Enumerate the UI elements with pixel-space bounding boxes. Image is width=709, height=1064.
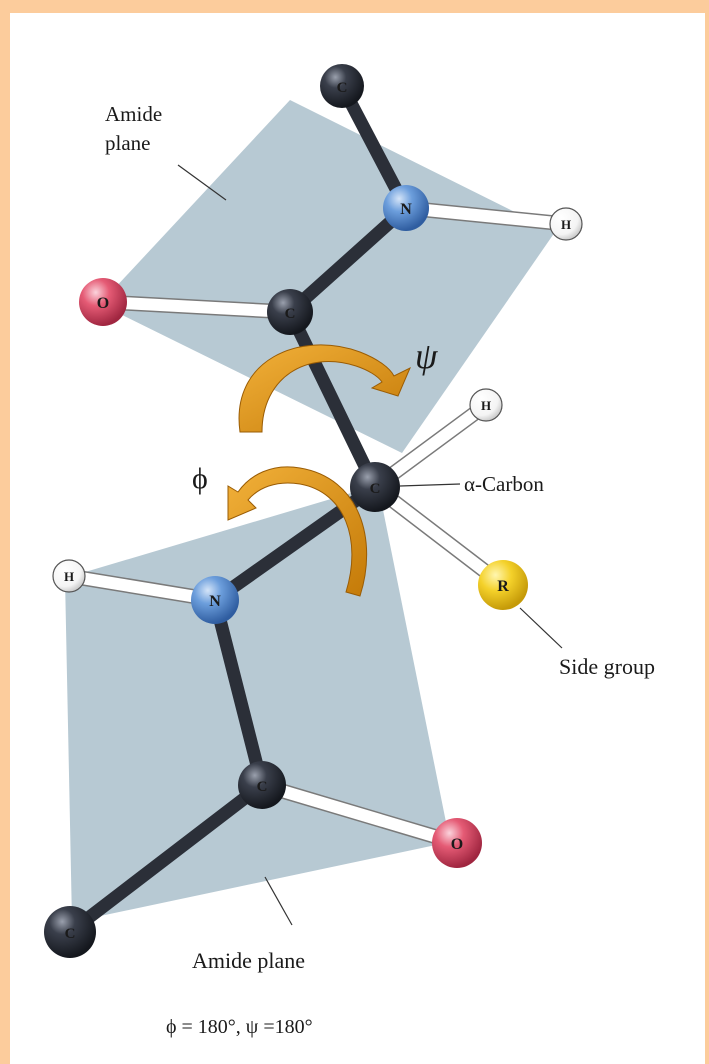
hydrogen-atom-top-right: H: [549, 207, 583, 241]
phi-rotation-arrow: [227, 466, 368, 597]
alpha-carbon-label: α-Carbon: [464, 472, 544, 496]
svg-text:N: N: [209, 593, 221, 610]
svg-text:O: O: [97, 295, 109, 312]
svg-text:C: C: [337, 80, 348, 96]
carbon-atom-top: C: [320, 64, 364, 108]
carbonyl-carbon-top: C: [267, 289, 313, 335]
psi-rotation-arrow: [238, 344, 411, 433]
amide-plane-top-leader: [177, 164, 227, 201]
svg-text:C: C: [257, 779, 268, 795]
svg-text:H: H: [481, 398, 491, 413]
svg-text:O: O: [451, 836, 463, 853]
svg-text:C: C: [370, 481, 381, 497]
svg-text:C: C: [285, 306, 296, 322]
side-group-label: Side group: [559, 654, 655, 679]
phi-symbol: ϕ: [192, 462, 208, 495]
nitrogen-atom-top: N: [383, 185, 429, 231]
hydrogen-atom-alpha: H: [469, 388, 503, 422]
r-group-atom: R: [478, 560, 528, 610]
alpha-carbon-leader: [399, 483, 461, 487]
amide-plane-bottom-label: Amide plane: [192, 948, 305, 973]
svg-text:N: N: [400, 201, 412, 218]
svg-text:C: C: [65, 926, 76, 942]
alpha-carbon-atom: C: [350, 462, 400, 512]
svg-text:R: R: [497, 578, 509, 595]
amide-plane-top-label-line2: plane: [105, 131, 150, 155]
oxygen-atom-top: O: [79, 278, 127, 326]
amide-plane-bottom-leader: [264, 876, 293, 926]
nitrogen-atom-bottom: N: [191, 576, 239, 624]
carbonyl-carbon-bottom: C: [238, 761, 286, 809]
oxygen-atom-bottom: O: [432, 818, 482, 868]
carbon-atom-bottom: C: [44, 906, 96, 958]
side-group-leader: [519, 607, 563, 649]
psi-symbol: ψ: [415, 336, 438, 376]
svg-text:H: H: [64, 569, 74, 584]
amide-plane-bottom: [65, 485, 450, 922]
amide-plane-top-label-line1: Amide: [105, 102, 162, 126]
hydrogen-atom-left: H: [52, 559, 86, 593]
svg-text:H: H: [561, 217, 571, 232]
caption: ϕ = 180°, ψ =180°: [166, 1016, 313, 1038]
